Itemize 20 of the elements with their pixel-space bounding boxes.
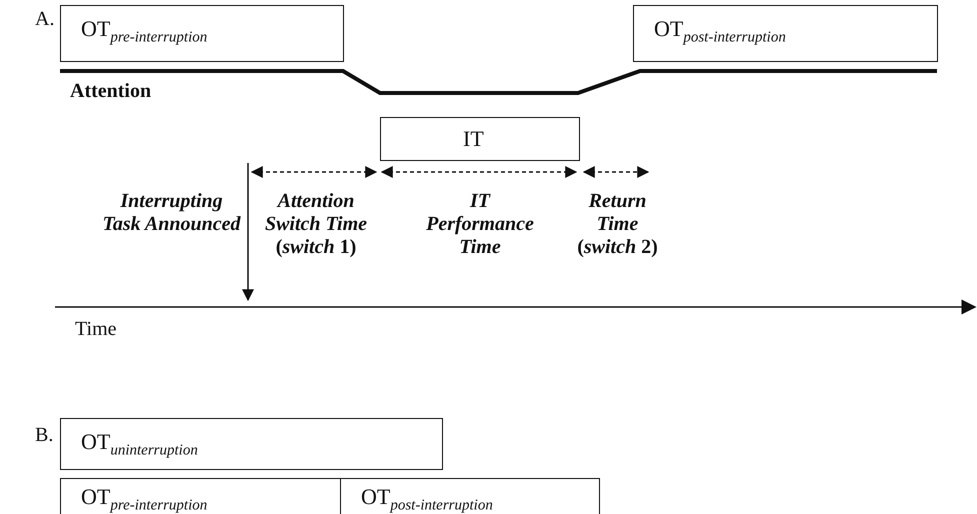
task-label: OT$_{post-interruption}$	[361, 484, 493, 514]
task-label: OT$_{uninterruption}$	[81, 429, 198, 460]
task-label: OT$_{pre-interruption}$	[81, 16, 208, 46]
task-label: OT$_{post-interruption}$	[654, 16, 786, 46]
axis-label: Time	[75, 318, 118, 341]
task-bar	[60, 418, 443, 470]
task-bar	[340, 478, 600, 514]
panel-letter: B.	[35, 424, 54, 447]
axis-label: Attention	[70, 80, 152, 103]
task-bar	[633, 5, 938, 62]
task-label: OT$_{pre-interruption}$	[81, 484, 208, 514]
interval-label: IT Performance Time	[425, 190, 535, 259]
event-label: Interrupting Task Announced	[101, 190, 242, 236]
task-bar	[60, 5, 344, 62]
task-label: IT	[463, 126, 484, 152]
task-bar	[60, 478, 341, 514]
task-bar	[380, 117, 580, 161]
panel-letter: A.	[35, 8, 56, 31]
interval-label: Return Time (switch 2)	[576, 190, 659, 259]
interval-label: Attention Switch Time (switch 1)	[264, 190, 368, 259]
